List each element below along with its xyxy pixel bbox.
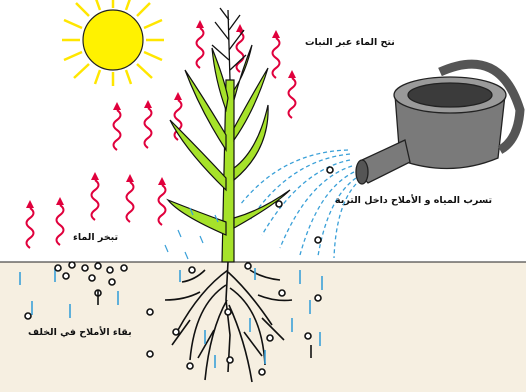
salt-particle-icon [187, 363, 193, 369]
heat-wave-icon [113, 102, 121, 150]
salt-particle-icon [173, 329, 179, 335]
salt-particle-icon [259, 369, 265, 375]
salt-particle-icon [245, 263, 251, 269]
salt-particle-icon [305, 333, 311, 339]
salt-particle-icon [107, 267, 113, 273]
salt-particle-icon [69, 262, 75, 268]
salt-particle-icon [227, 357, 233, 363]
heat-wave-icon [196, 20, 204, 68]
heat-wave-icon [272, 30, 280, 78]
salt-particle-icon [82, 265, 88, 271]
salt-particle-icon [147, 309, 153, 315]
salt-particle-icon [267, 335, 273, 341]
salt-particle-icon [95, 263, 101, 269]
heat-wave-icon [56, 197, 64, 245]
watering-can-icon [356, 64, 520, 184]
heat-wave-icon [91, 172, 99, 220]
salt-particle-icon [89, 275, 95, 281]
salt-particle-icon [315, 237, 321, 243]
salt-particle-icon [25, 313, 31, 319]
heat-wave-icon [126, 174, 134, 222]
label-salts-left-behind: بقاء الأملاح في الخلف [28, 328, 132, 338]
label-evaporation: تبخر الماء [73, 233, 118, 243]
salt-particle-icon [225, 309, 231, 315]
heat-wave-icon [144, 100, 152, 148]
label-transpiration: نتح الماء عبر النبات [305, 38, 395, 48]
salt-particle-icon [121, 265, 127, 271]
salt-particle-icon [63, 273, 69, 279]
salt-particle-icon [327, 167, 333, 173]
heat-wave-icon [158, 177, 166, 225]
salt-particle-icon [189, 267, 195, 273]
salt-particle-icon [279, 290, 285, 296]
salt-particle-icon [109, 279, 115, 285]
salt-particle-icon [55, 265, 61, 271]
heat-wave-icon [26, 200, 34, 248]
heat-wave-icon [288, 70, 296, 118]
plant-icon [168, 45, 290, 262]
salt-particle-icon [276, 201, 282, 207]
sun-icon [62, 0, 164, 86]
label-infiltration: تسرب المياه و الأملاح داخل التربة [335, 196, 492, 206]
salt-particle-icon [315, 295, 321, 301]
salt-particle-icon [147, 351, 153, 357]
